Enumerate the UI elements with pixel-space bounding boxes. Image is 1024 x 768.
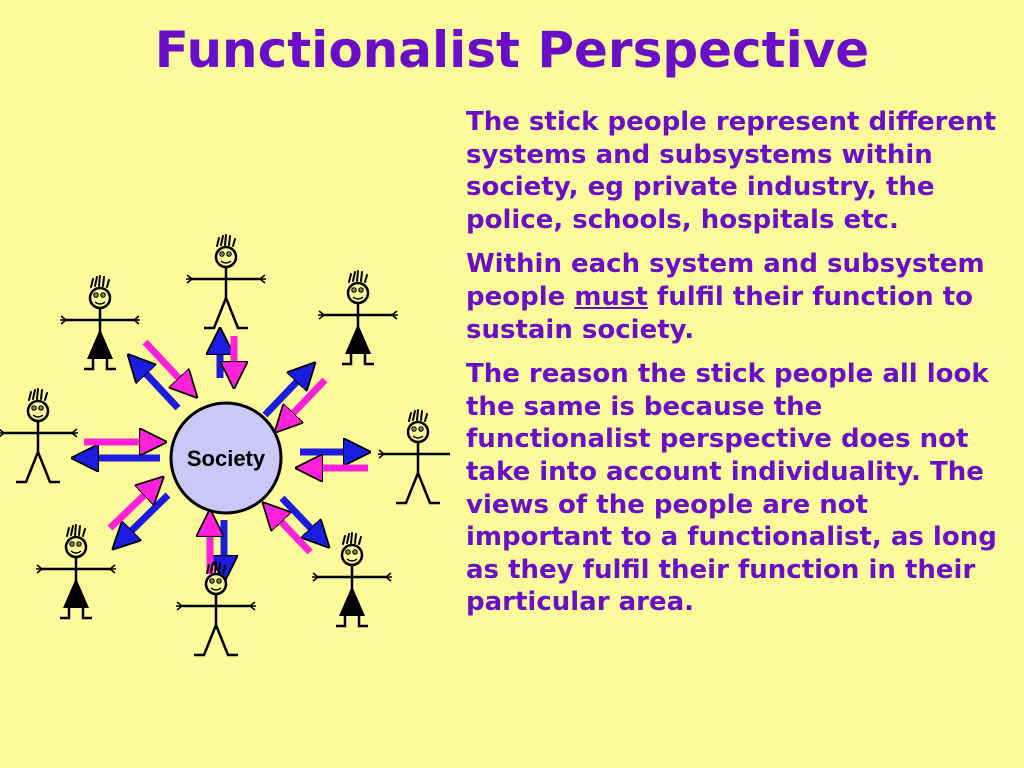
stick-figure-lower-left — [34, 523, 118, 620]
paragraph-systems: The stick people represent different sys… — [466, 107, 997, 235]
stick-figure-lower-right — [310, 531, 394, 628]
society-label: Society — [187, 446, 266, 471]
paragraph-function-start: Within each system and subsystem people — [466, 249, 985, 312]
slide-title: Functionalist Perspective — [154, 21, 870, 79]
society-diagram: Society — [0, 233, 450, 657]
stick-figure-top — [184, 233, 268, 330]
society-hub — [169, 401, 283, 515]
stick-figure-upper-right — [316, 269, 400, 366]
paragraph-individuality: The reason the stick people all look the… — [466, 359, 997, 618]
stick-figure-right — [376, 408, 450, 505]
connector-arrows — [82, 336, 368, 574]
paragraph-function: Within each system and subsystem people … — [466, 248, 1016, 346]
stick-figure-bottom — [174, 560, 258, 657]
stick-figure-left — [0, 387, 80, 484]
stick-figure-upper-left — [58, 274, 142, 371]
explanation-text: The stick people represent different sys… — [466, 106, 1016, 631]
paragraph-function-end: fulfil their function to sustain society… — [466, 281, 974, 345]
emphasis-must: must — [574, 281, 648, 312]
